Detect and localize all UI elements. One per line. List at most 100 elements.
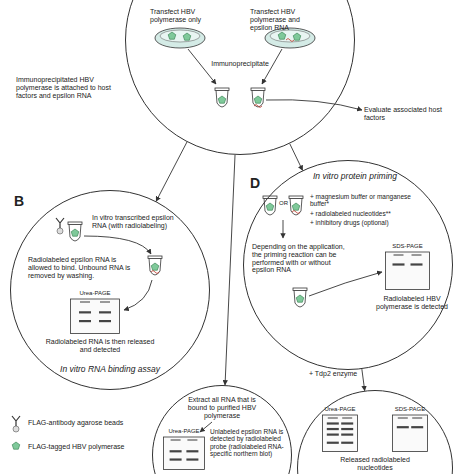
circle-outline (298, 391, 453, 474)
gel-well (328, 417, 338, 419)
legend-sample (8, 438, 24, 454)
step-text: In vitro RNA binding assay (60, 365, 160, 375)
step-text: + radiolabeled nucleotides** (310, 210, 422, 217)
step-text: Unlabeled epsilon RNA is detected by rad… (210, 428, 284, 457)
step-circle: D In vitro protein primingOR + magnesium b… (243, 160, 453, 370)
gel-box: SDS-PAGE (385, 243, 430, 290)
gel-band (411, 426, 423, 428)
step-text: + magnesium buffer or manganese buffer* (310, 193, 422, 208)
node-outline (125, 0, 355, 155)
antibody-icon (56, 218, 64, 234)
step-text: In vitro protein priming (305, 172, 405, 182)
tube-icon (263, 196, 277, 215)
node-outline (322, 406, 358, 452)
flow-arrow (283, 220, 284, 238)
polymerase-icon (168, 32, 176, 39)
flow-connector (290, 144, 303, 171)
step-text: Transfect HBV polymerase only (150, 8, 210, 24)
gel-band (99, 311, 111, 313)
gel-box: Urea-PAGE (163, 428, 205, 470)
polymerase-icon (254, 96, 262, 103)
gel-band (327, 434, 339, 436)
flow-connector (362, 369, 365, 391)
legend-text: FLAG-antibody agarose beads (28, 419, 123, 426)
gel-box: Urea-PAGE (322, 406, 358, 452)
gel-box: SDS-PAGE (392, 406, 428, 452)
gel-band (411, 263, 423, 265)
tube-icon (289, 196, 303, 215)
gel-band (99, 320, 111, 322)
step-text: Released radiolabeled nucleotides (335, 456, 415, 472)
polymerase-icon (183, 33, 191, 40)
node-outline (385, 243, 430, 290)
gel-band (341, 422, 353, 424)
gel-well (171, 439, 181, 441)
step-text: Transfect HBV polymerase and epsilon RNA (250, 8, 322, 31)
gel-box: Urea-PAGE (70, 290, 120, 334)
step-text: In vitro transcribed epsilon RNA (with r… (92, 214, 180, 230)
flow-arrow (266, 100, 362, 110)
rna-strand (286, 39, 294, 42)
gel-band (327, 428, 339, 430)
polymerase-icon (296, 295, 304, 302)
gel-well (412, 417, 422, 419)
edge-label: + Tdp2 enzyme (301, 370, 357, 378)
step-text: Radiolabeled HBV polymerase is detected (376, 295, 448, 311)
gel-label: SDS-PAGE (392, 406, 428, 413)
dish-rim (270, 30, 310, 42)
gel-well (187, 439, 197, 441)
step-circle: Released radiolabeled nucleotides Urea-PA… (297, 390, 453, 474)
gel-outline (71, 299, 120, 334)
node-outline (70, 290, 120, 334)
gel-well (394, 254, 404, 256)
node-outline (163, 428, 205, 470)
polymerase-icon (266, 203, 274, 210)
gel-label: Urea-PAGE (70, 290, 120, 297)
flow-connector (225, 155, 235, 385)
dish-rim (160, 30, 200, 42)
circle-outline (126, 0, 355, 155)
gel-band (186, 450, 198, 452)
step-circle: Extract all RNA that is bound to purifie… (152, 385, 292, 474)
gel-band (186, 458, 198, 460)
step-circle: Transfect HBV polymerase only Transfect H… (125, 0, 355, 155)
step-text: Immunoprecipitate (210, 60, 270, 68)
legend-text: FLAG-tagged HBV polymerase (28, 443, 125, 450)
gel-band (79, 320, 91, 322)
polymerase-icon (218, 96, 226, 103)
gel-band (327, 442, 339, 444)
gel-well (398, 417, 408, 419)
polymerase-icon (278, 32, 286, 39)
gel-label: SDS-PAGE (385, 243, 430, 250)
step-text: Depending on the application, the primin… (252, 243, 347, 274)
rna-strand (292, 211, 300, 214)
step-circle: BIn vitro transcribed epsilon RNA (with … (10, 190, 210, 390)
gel-well (80, 301, 90, 303)
flow-connector (156, 142, 187, 201)
gel-label: Urea-PAGE (322, 406, 358, 413)
tube-icon (68, 222, 82, 241)
step-text: OR (277, 200, 290, 207)
gel-band (79, 311, 91, 313)
flow-arrow (309, 272, 382, 296)
gel-band (341, 434, 353, 436)
gel-band (170, 450, 182, 452)
step-text: + inhibitory drugs (optional) (310, 219, 422, 226)
step-text: D (250, 176, 266, 192)
circle-outline (153, 386, 292, 474)
legend-icon (12, 416, 20, 432)
gel-band (341, 442, 353, 444)
step-text: Radiolabeled epsilon RNA is allowed to b… (28, 256, 136, 279)
gel-band (393, 263, 405, 265)
gel-outline (164, 437, 205, 470)
circle-outline (11, 191, 210, 390)
tube-icon (251, 88, 265, 107)
polymerase-icon (292, 203, 300, 210)
culture-dish (265, 28, 315, 48)
step-text: Radiolabeled RNA is then released and de… (45, 338, 155, 354)
step-text: Extract all RNA that is bound to purifie… (178, 396, 266, 419)
legend-sample (8, 414, 24, 430)
gel-outline (386, 252, 430, 290)
node-outline (392, 406, 428, 452)
polymerase-icon (151, 263, 159, 270)
